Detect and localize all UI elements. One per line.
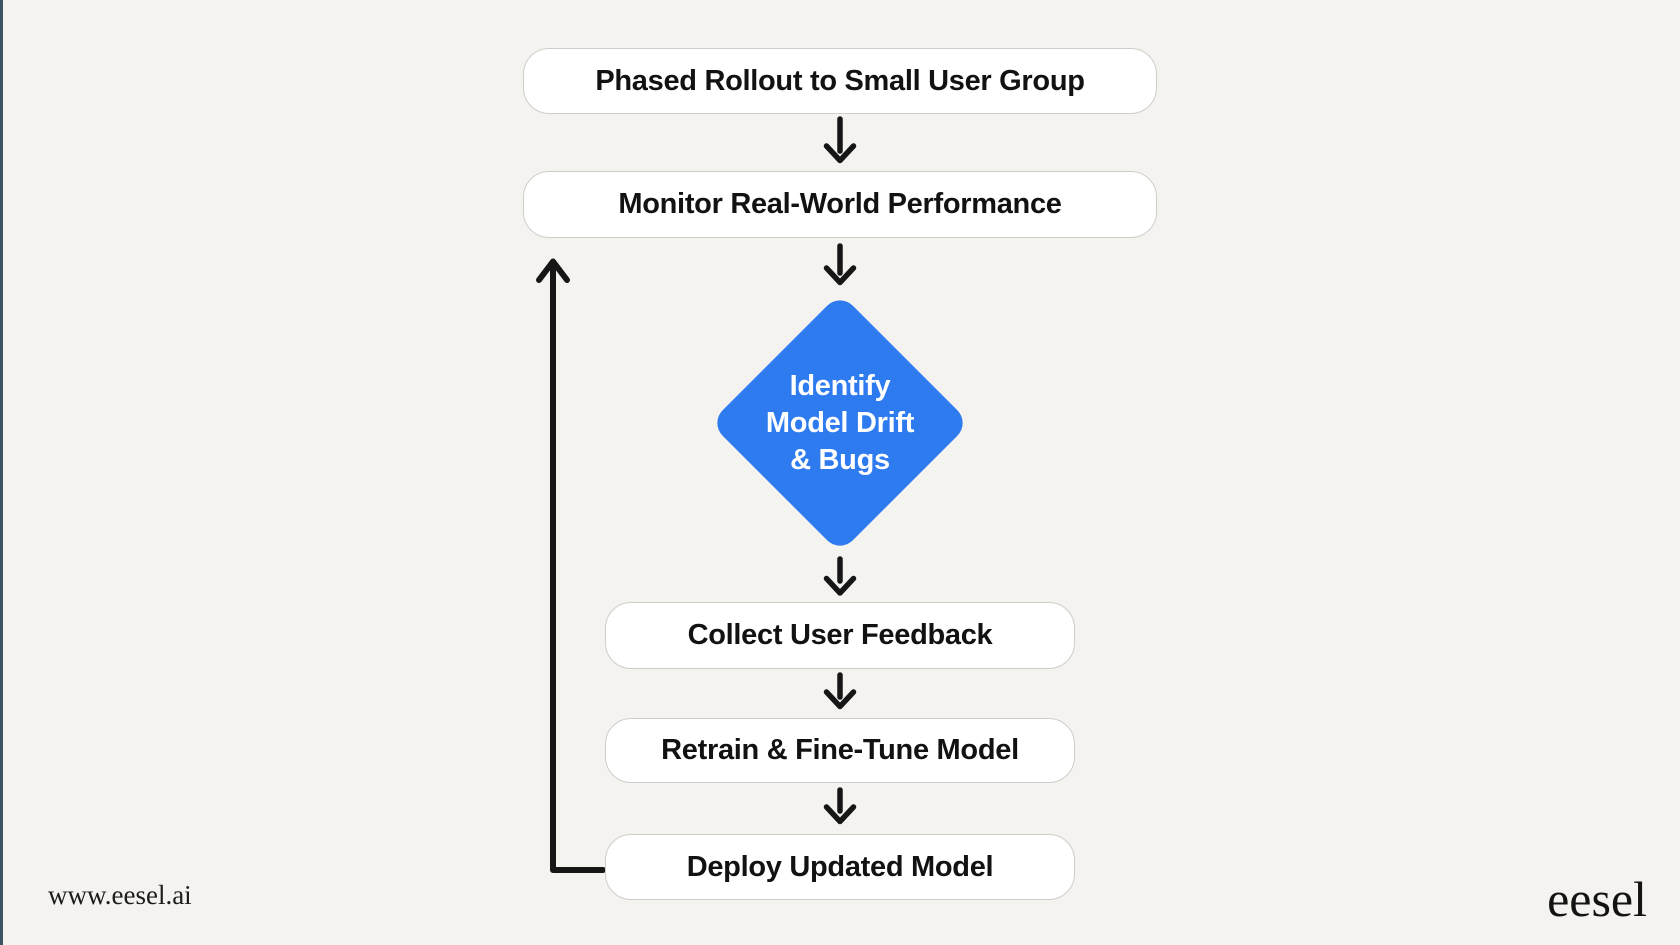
node-retrain-finetune: Retrain & Fine-Tune Model (605, 718, 1075, 783)
node-label: Collect User Feedback (687, 619, 993, 651)
node-deploy-updated-model: Deploy Updated Model (605, 834, 1075, 900)
arrow-rollout-to-monitor (823, 116, 857, 164)
arrow-identify-to-collect (823, 556, 857, 596)
arrow-monitor-to-identify (823, 243, 857, 286)
decision-label-line: Model Drift (765, 406, 915, 439)
node-collect-feedback: Collect User Feedback (605, 602, 1075, 669)
node-phased-rollout: Phased Rollout to Small User Group (523, 48, 1157, 114)
decision-label: Identify Model Drift & Bugs (748, 331, 932, 515)
brand-logo: eesel (1547, 871, 1647, 927)
node-label: Deploy Updated Model (686, 850, 994, 883)
node-identify-model-drift-decision-diamond: Identify Model Drift & Bugs (709, 292, 971, 554)
website-url-text: www.eesel.ai (48, 880, 192, 910)
decision-label-line: & Bugs (790, 443, 890, 476)
node-monitor-performance: Monitor Real-World Performance (523, 171, 1157, 238)
decision-label-line: Identify (789, 369, 891, 402)
arrow-collect-to-retrain (823, 672, 857, 710)
node-label: Phased Rollout to Small User Group (595, 64, 1085, 97)
node-label: Monitor Real-World Performance (618, 188, 1062, 220)
left-accent-border (0, 0, 3, 945)
feedback-loop-arrow (536, 258, 606, 873)
node-label: Retrain & Fine-Tune Model (661, 734, 1019, 766)
arrow-retrain-to-deploy (823, 787, 857, 825)
